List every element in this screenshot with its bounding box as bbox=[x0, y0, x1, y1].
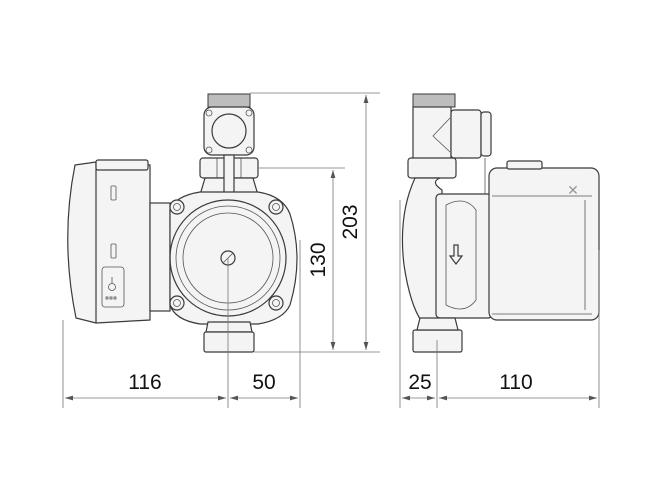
bottom-port bbox=[412, 329, 463, 353]
top-fitting bbox=[203, 106, 255, 156]
bottom-port bbox=[203, 331, 255, 353]
mode-button-panel[interactable] bbox=[101, 266, 125, 308]
pump-housing bbox=[169, 191, 298, 325]
pump-head bbox=[435, 193, 493, 319]
motor-box bbox=[488, 167, 600, 321]
bolt bbox=[268, 199, 284, 215]
dim-label-130: 130 bbox=[307, 242, 330, 277]
top-thread bbox=[412, 93, 456, 108]
connector bbox=[149, 202, 171, 312]
dim-label-116: 116 bbox=[128, 371, 161, 394]
led-slot bbox=[110, 243, 117, 259]
brand-logo: ✕ bbox=[567, 182, 579, 198]
valve-body bbox=[412, 106, 452, 160]
led-slot bbox=[110, 185, 117, 201]
volute-side bbox=[401, 177, 443, 323]
bracket bbox=[223, 154, 235, 194]
flow-arrow-icon bbox=[448, 244, 464, 265]
front-dimensions: 116 50 203 130 bbox=[62, 92, 380, 408]
dim-label-25: 25 bbox=[408, 371, 431, 394]
top-thread bbox=[207, 93, 251, 108]
side-view: ✕ bbox=[401, 93, 600, 353]
dim-label-203: 203 bbox=[339, 204, 362, 239]
bolt bbox=[169, 295, 185, 311]
control-box bbox=[67, 159, 151, 324]
front-view bbox=[67, 93, 298, 353]
selector-knob-icon bbox=[108, 283, 116, 291]
union-nut bbox=[407, 157, 457, 179]
bolt bbox=[169, 199, 185, 215]
side-dimensions: 25 110 bbox=[399, 200, 600, 408]
dim-label-110: 110 bbox=[499, 371, 532, 394]
bolt bbox=[268, 295, 284, 311]
dim-label-50: 50 bbox=[252, 371, 275, 394]
